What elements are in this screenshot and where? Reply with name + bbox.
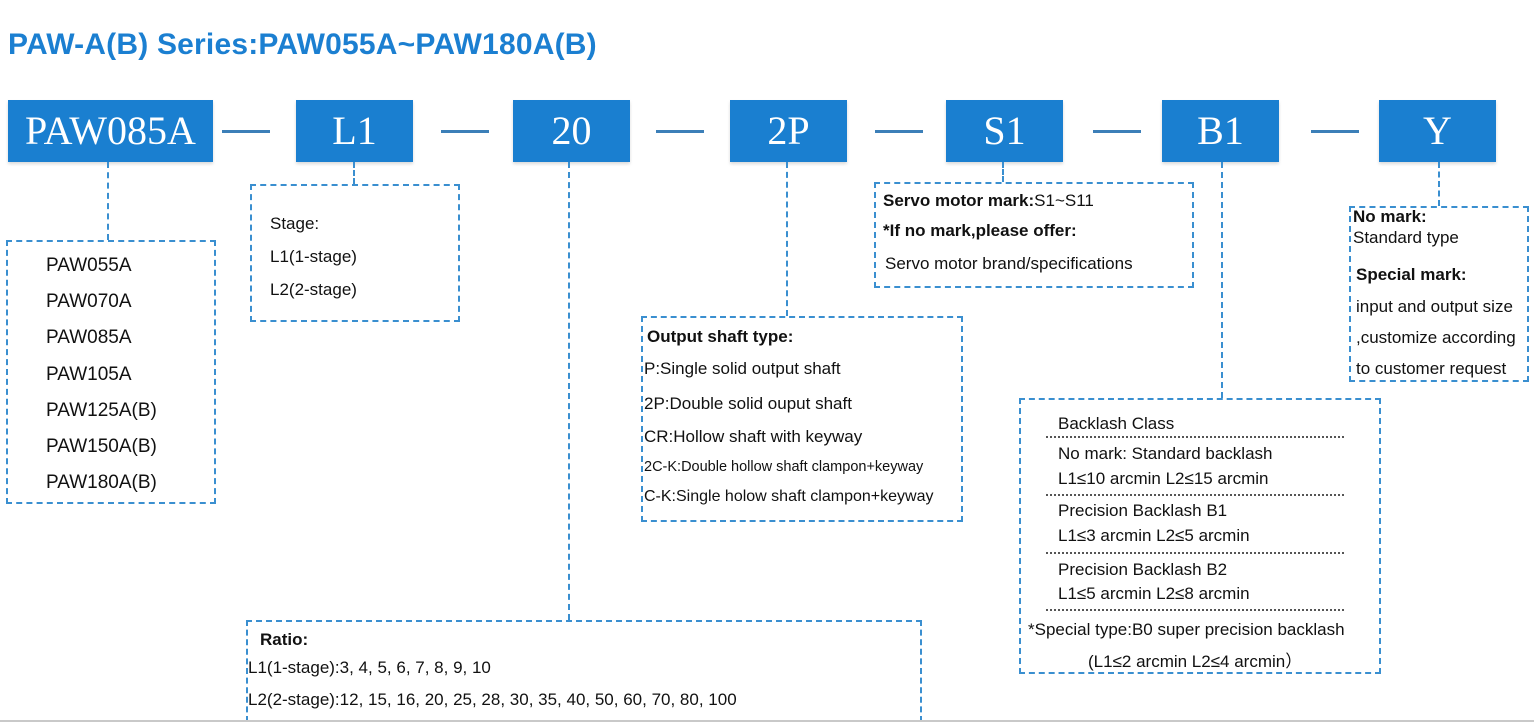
stage-item: L1(1-stage) xyxy=(270,247,357,266)
servo-box xyxy=(874,182,1194,288)
backlash-special-values: (L1≤2 arcmin L2≤4 arcmin） xyxy=(1088,652,1303,671)
servo-mark-line: Servo motor mark:S1~S11 xyxy=(883,191,1094,211)
code-custom: Y xyxy=(1379,100,1496,162)
ratio-heading: Ratio: xyxy=(260,630,309,649)
servo-mark-range: S1~S11 xyxy=(1034,191,1094,210)
divider xyxy=(0,720,1534,722)
code-backlash: B1 xyxy=(1162,100,1279,162)
custom-special-label: Special mark: xyxy=(1356,265,1467,284)
backlash-b1-values: L1≤3 arcmin L2≤5 arcmin xyxy=(1058,526,1250,545)
ratio-l1: L1(1-stage):3, 4, 5, 6, 7, 8, 9, 10 xyxy=(248,658,491,677)
code-ratio: 20 xyxy=(513,100,630,162)
connector-line xyxy=(1438,162,1440,206)
stage-box xyxy=(250,184,460,322)
model-box xyxy=(6,240,216,504)
servo-mark-label: Servo motor mark: xyxy=(883,191,1035,210)
connector-dash xyxy=(1311,130,1359,133)
model-item: PAW150A(B) xyxy=(46,436,157,457)
backlash-b2-label: Precision Backlash B2 xyxy=(1058,560,1228,579)
shaft-item: P:Single solid output shaft xyxy=(644,359,841,378)
connector-line xyxy=(568,162,570,620)
shaft-box xyxy=(641,316,963,522)
backlash-box xyxy=(1019,398,1381,674)
shaft-item: 2P:Double solid ouput shaft xyxy=(644,394,852,413)
separator xyxy=(1046,436,1344,438)
ratio-l2: L2(2-stage):12, 15, 16, 20, 25, 28, 30, … xyxy=(248,690,737,709)
separator xyxy=(1046,609,1344,611)
connector-dash xyxy=(222,130,270,133)
separator xyxy=(1046,494,1344,496)
connector-line xyxy=(353,162,355,184)
custom-nomark-text: Standard type xyxy=(1353,228,1459,247)
custom-special-line: to customer request xyxy=(1356,359,1507,378)
model-item: PAW105A xyxy=(46,364,132,385)
backlash-heading: Backlash Class xyxy=(1058,414,1175,433)
shaft-heading: Output shaft type: xyxy=(647,327,794,346)
model-item: PAW085A xyxy=(46,327,132,348)
connector-line xyxy=(786,162,788,316)
custom-nomark-label: No mark: xyxy=(1353,207,1427,226)
connector-dash xyxy=(656,130,704,133)
stage-item: L2(2-stage) xyxy=(270,280,357,299)
shaft-item: C-K:Single holow shaft clampon+keyway xyxy=(644,488,934,505)
custom-special-line: input and output size xyxy=(1356,297,1513,316)
connector-dash xyxy=(1093,130,1141,133)
connector-line xyxy=(107,162,109,240)
connector-line xyxy=(1221,162,1223,398)
backlash-std-label: No mark: Standard backlash xyxy=(1058,444,1273,463)
separator xyxy=(1046,552,1344,554)
model-item: PAW180A(B) xyxy=(46,472,157,493)
backlash-b2-values: L1≤5 arcmin L2≤8 arcmin xyxy=(1058,584,1250,603)
backlash-std-values: L1≤10 arcmin L2≤15 arcmin xyxy=(1058,469,1269,488)
custom-box xyxy=(1349,206,1529,382)
code-model: PAW085A xyxy=(8,100,213,162)
code-servo: S1 xyxy=(946,100,1063,162)
page-title: PAW-A(B) Series:PAW055A~PAW180A(B) xyxy=(8,28,597,61)
shaft-item: CR:Hollow shaft with keyway xyxy=(644,427,863,446)
shaft-item: 2C-K:Double hollow shaft clampon+keyway xyxy=(644,459,924,475)
connector-line xyxy=(1002,162,1004,182)
connector-dash xyxy=(875,130,923,133)
connector-dash xyxy=(441,130,489,133)
backlash-special-label: *Special type:B0 super precision backlas… xyxy=(1028,620,1345,639)
model-item: PAW055A xyxy=(46,255,132,276)
stage-heading: Stage: xyxy=(270,214,320,233)
servo-note: *If no mark,please offer: xyxy=(883,221,1077,240)
model-item: PAW125A(B) xyxy=(46,400,157,421)
servo-spec: Servo motor brand/specifications xyxy=(885,254,1133,273)
code-stage: L1 xyxy=(296,100,413,162)
code-shaft: 2P xyxy=(730,100,847,162)
model-item: PAW070A xyxy=(46,291,132,312)
custom-special-line: ,customize according xyxy=(1356,328,1516,347)
backlash-b1-label: Precision Backlash B1 xyxy=(1058,501,1228,520)
